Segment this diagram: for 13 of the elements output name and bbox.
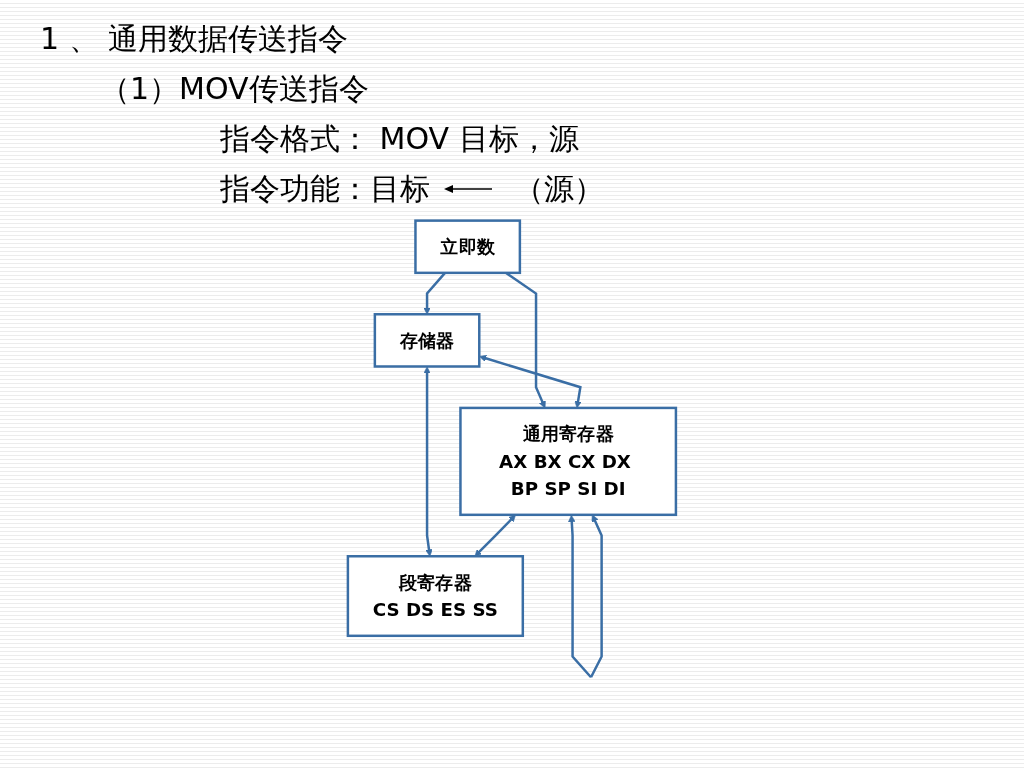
node-box: 存储器 [373,313,481,368]
arrow [568,514,603,679]
arrow [474,514,516,557]
subheading-text: （1）MOV传送指令 [99,70,370,108]
arrow [423,272,447,315]
title-text: 1 、 通用数据传送指令 [40,20,350,58]
node-box: 段寄存器 CS DS ES SS [346,555,525,638]
node-box: 通用寄存器 AX BX CX DX BP SP SI DI [459,406,678,517]
node-box: 立即数 [414,219,522,275]
format-text: 指令格式： MOV 目标，源 [219,120,580,158]
function-text: 指令功能：目标 [220,170,430,208]
function-text: （源） [514,170,604,208]
arrow [423,366,433,557]
